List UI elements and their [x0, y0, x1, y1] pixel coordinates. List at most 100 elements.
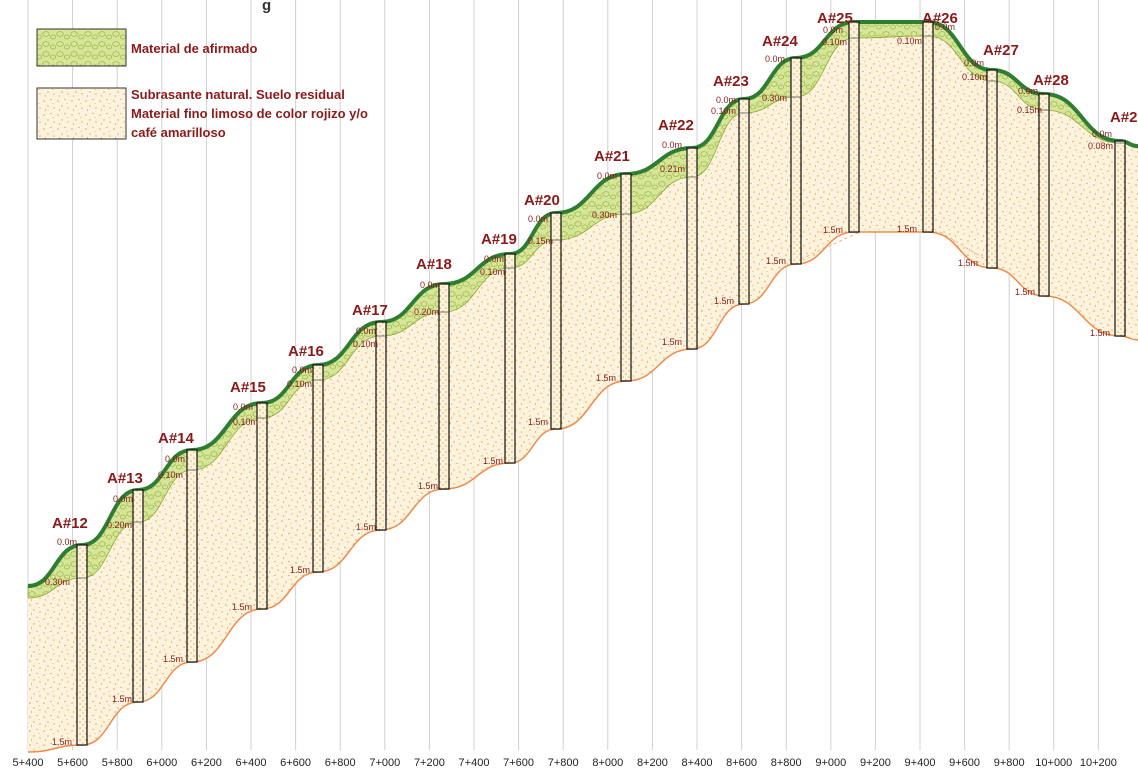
pit-name: A#20: [524, 192, 560, 209]
axis-tick-label: 8+800: [771, 757, 802, 769]
pit-top-depth: 0.0m: [484, 254, 504, 264]
pit-column: [738, 98, 750, 305]
pit-layer-depth: 0.10m: [287, 379, 312, 389]
dashed-link: [789, 231, 1001, 269]
pit-column: [375, 321, 387, 531]
pit-name: A#23: [713, 73, 749, 90]
pit-layer-depth: 0.15m: [528, 236, 553, 246]
bottom-boundary-line: [27, 231, 1138, 753]
legend-label-afirmado: Material de afirmado: [131, 41, 257, 56]
pit-column: [186, 449, 198, 663]
pit-column: [922, 21, 934, 233]
pit-layer-depth: 0.10m: [158, 470, 183, 480]
pit-name: A#22: [658, 117, 694, 134]
pit-top-depth: 0.0m: [356, 326, 376, 336]
pit-top-depth: 0.0m: [662, 140, 682, 150]
pit-bottom-depth: 1.5m: [163, 654, 183, 664]
pit-bottom-depth: 1.5m: [596, 373, 616, 383]
pit-layer-depth: 0.20m: [414, 307, 439, 317]
axis-tick-label: 7+000: [369, 757, 400, 769]
pit-name: A#18: [416, 256, 452, 273]
axis-tick-label: 10+200: [1080, 757, 1117, 769]
pit-bottom-depth: 1.5m: [290, 565, 310, 575]
pit-column: [132, 489, 144, 703]
pit-bottom-depth: 1.5m: [897, 224, 917, 234]
pit-layer-depth: 0.30m: [762, 93, 787, 103]
pit-layer-depth: 0.10m: [962, 72, 987, 82]
pit-name: A#14: [158, 430, 195, 447]
axis-tick-label: 9+200: [860, 757, 891, 769]
pit-layer-depth: 0.15m: [1017, 105, 1042, 115]
pit-bottom-depth: 1.5m: [958, 258, 978, 268]
pit-bottom-depth: 1.5m: [112, 694, 132, 704]
road-surface-line: [27, 19, 1138, 588]
legend-label-subrasante-2: Material fino limoso de color rojizo y/o: [131, 106, 368, 121]
legend-swatch-subrasante: [36, 87, 127, 140]
pit-name: A#17: [352, 302, 388, 319]
pit-layer-depth: 0.10m: [233, 417, 258, 427]
pit-top-depth: 0.0m: [420, 280, 440, 290]
pit-column: [550, 212, 562, 430]
pit-column: [790, 57, 802, 265]
pit-top-depth: 0.0m: [113, 494, 133, 504]
pit-top-depth: 0.0m: [1092, 129, 1112, 139]
axis-tick-label: 5+800: [102, 757, 133, 769]
pit-name: A#24: [762, 33, 799, 50]
pit-top-depth: 0.0m: [528, 214, 548, 224]
pit-column: [686, 147, 698, 350]
pit-name: A#28: [1033, 72, 1069, 89]
pit-layer-depth: 0.10m: [822, 37, 847, 47]
pit-name: A#26: [922, 10, 958, 27]
axis-tick-label: 7+400: [459, 757, 490, 769]
diagram-title: g: [262, 0, 271, 14]
pit-bottom-depth: 1.5m: [528, 417, 548, 427]
legend-label-subrasante-3: café amarilloso: [131, 125, 226, 140]
subrasante-layer: [28, 36, 1138, 752]
pit-layer-depth: 0.10m: [480, 267, 505, 277]
pit-top-depth: 0.0m: [765, 54, 785, 64]
axis-tick-label: 6+400: [236, 757, 267, 769]
axis-tick-label: 9+800: [994, 757, 1025, 769]
test-pit: A#280.0m 0.15m 1.5m: [1015, 72, 1069, 297]
pit-column: [438, 283, 450, 490]
pit-layer-depth: 0.10m: [711, 106, 736, 116]
axis-tick-label: 8+400: [682, 757, 713, 769]
pit-top-depth: 0.0m: [935, 22, 955, 32]
pit-top-depth: 0.0m: [716, 95, 736, 105]
legend-swatch-afirmado: [36, 28, 127, 67]
pit-layer-depth: 0.30m: [592, 210, 617, 220]
axis-tick-label: 9+000: [815, 757, 846, 769]
axis-tick-label: 8+600: [726, 757, 757, 769]
pit-bottom-depth: 1.5m: [766, 256, 786, 266]
axis-tick-label: 5+600: [57, 757, 88, 769]
pit-top-depth: 0.0m: [292, 365, 312, 375]
pit-bottom-depth: 1.5m: [483, 456, 503, 466]
pit-bottom-depth: 1.5m: [1015, 287, 1035, 297]
pit-name: A#21: [594, 148, 630, 165]
axis-tick-label: 7+800: [548, 757, 579, 769]
test-pit: A#24 0.0m 0.30m 1.5m: [762, 33, 802, 266]
test-pit: A#13 0.0m 0.20m 1.5m: [107, 470, 144, 704]
pit-top-depth: 0.0m: [1018, 86, 1038, 96]
pit-bottom-depth: 1.5m: [1090, 328, 1110, 338]
pit-bottom-depth: 1.5m: [418, 481, 438, 491]
pit-name: A#13: [107, 470, 143, 487]
pit-column: [256, 402, 268, 610]
pit-column: [1038, 93, 1050, 297]
test-pit: A#20 0.0m 0.15m 1.5m: [524, 192, 562, 430]
test-pit: A#18 0.0m 0.20m 1.5m: [414, 256, 452, 491]
pit-column: [504, 253, 516, 464]
axis-tick-label: 9+600: [949, 757, 980, 769]
pit-layer-depth: 0.20m: [107, 520, 132, 530]
